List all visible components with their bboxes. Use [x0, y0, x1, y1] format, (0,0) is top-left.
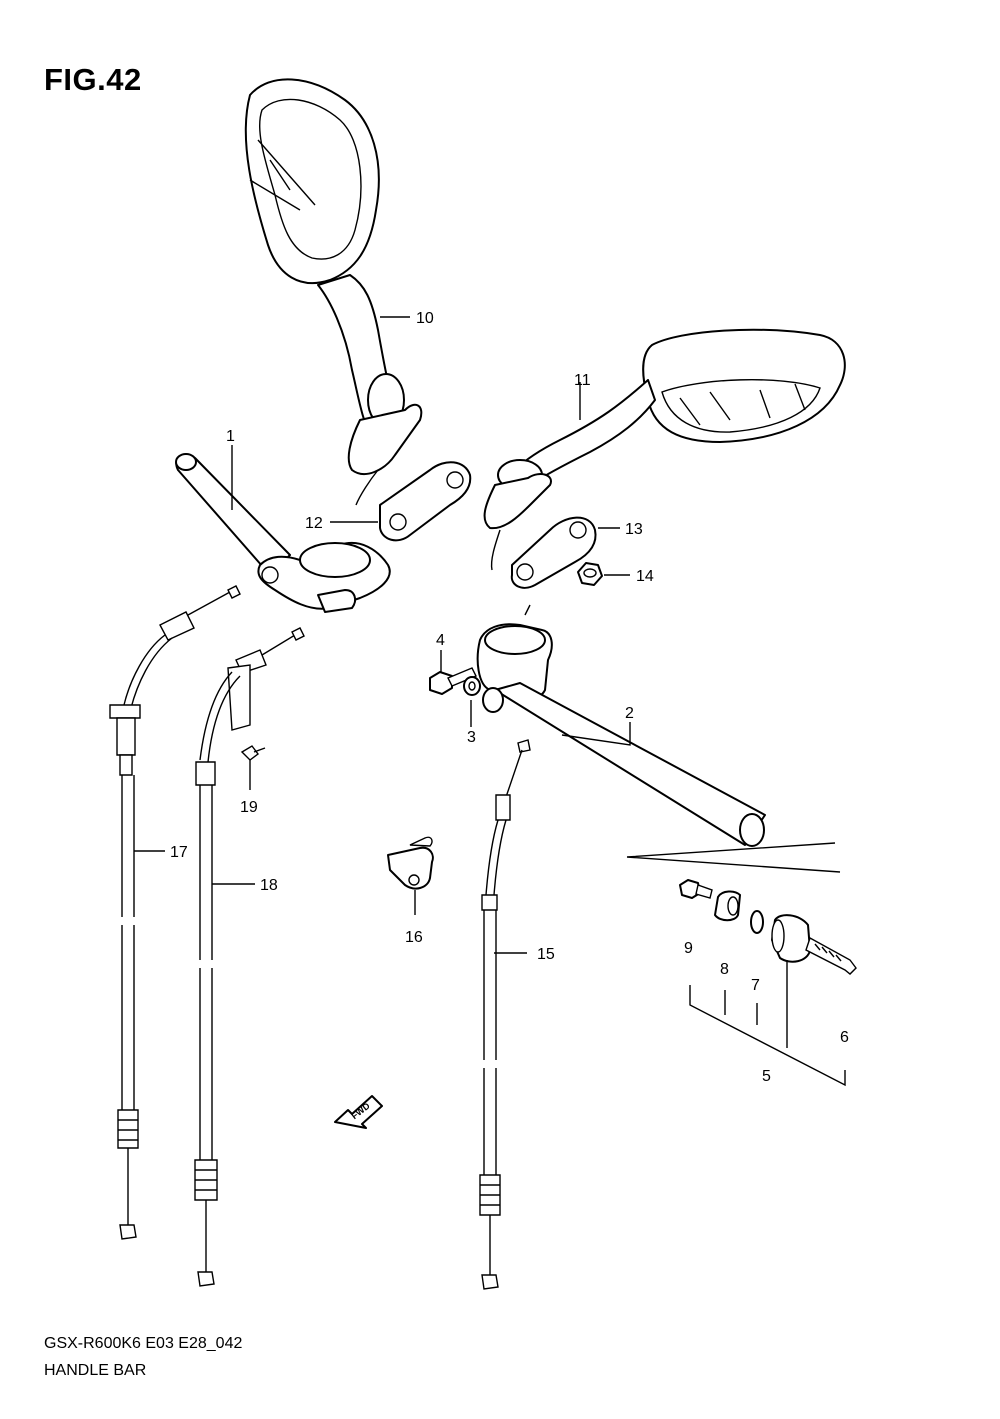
mirror-holder-right	[510, 516, 597, 589]
leader-lines	[134, 316, 631, 954]
mirror-holder-left	[379, 461, 472, 542]
throttle-cable-2	[194, 627, 305, 1287]
part-label-7: 7	[751, 977, 760, 994]
part-label-8: 8	[720, 961, 729, 978]
part-label-1: 1	[226, 428, 235, 445]
clutch-cable	[479, 739, 531, 1290]
screw	[240, 745, 266, 761]
part-labels: 1 2 3 4 5 6 7 8 9 10 11 12 13 14 15 16 1…	[170, 310, 849, 1085]
part-label-4: 4	[436, 632, 445, 649]
part-label-11: 11	[574, 372, 591, 389]
part-label-9: 9	[684, 940, 693, 957]
nut	[577, 562, 603, 586]
collar	[463, 676, 481, 696]
balancer-assembly	[626, 842, 857, 1087]
part-label-12: 12	[305, 515, 323, 532]
model-code-caption: GSX-R600K6 E03 E28_042	[44, 1335, 243, 1352]
part-label-19: 19	[240, 799, 258, 816]
throttle-cable-1	[109, 585, 241, 1240]
part-label-13: 13	[625, 521, 643, 538]
bolt	[429, 667, 477, 695]
forward-direction-marker: FWD	[334, 1095, 383, 1129]
part-label-18: 18	[260, 877, 278, 894]
part-label-3: 3	[467, 729, 476, 746]
figure-name-caption: HANDLE BAR	[44, 1362, 147, 1379]
handlebar-left	[175, 453, 391, 613]
part-label-16: 16	[405, 929, 423, 946]
cable-clamp	[387, 836, 434, 890]
part-label-2: 2	[625, 705, 634, 722]
part-label-10: 10	[416, 310, 434, 327]
figure-title: FIG.42	[44, 62, 142, 97]
part-label-5: 5	[762, 1068, 771, 1085]
part-label-6: 6	[840, 1029, 849, 1046]
right-mirror	[483, 328, 846, 571]
part-label-14: 14	[636, 568, 654, 585]
handlebar-right	[476, 604, 766, 847]
part-label-17: 17	[170, 844, 188, 861]
part-label-15: 15	[537, 946, 555, 963]
left-mirror	[244, 78, 423, 506]
